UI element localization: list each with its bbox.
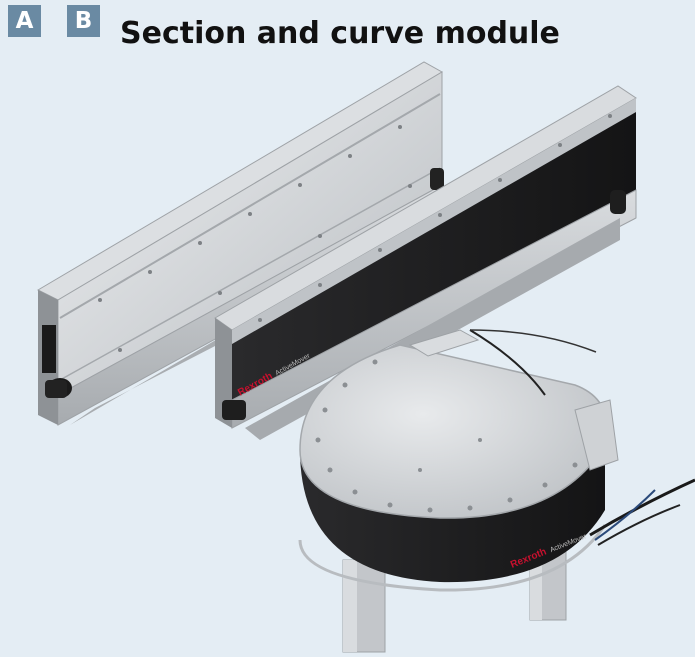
badge-b: B (67, 5, 100, 37)
product-illustration: Rexroth ActiveMover (36, 61, 695, 653)
page-title: Section and curve module (120, 16, 560, 51)
header: A B Section and curve module (0, 0, 695, 60)
curve-module-image: Rexroth ActiveMover (298, 329, 695, 653)
badge-a: A (8, 5, 41, 37)
